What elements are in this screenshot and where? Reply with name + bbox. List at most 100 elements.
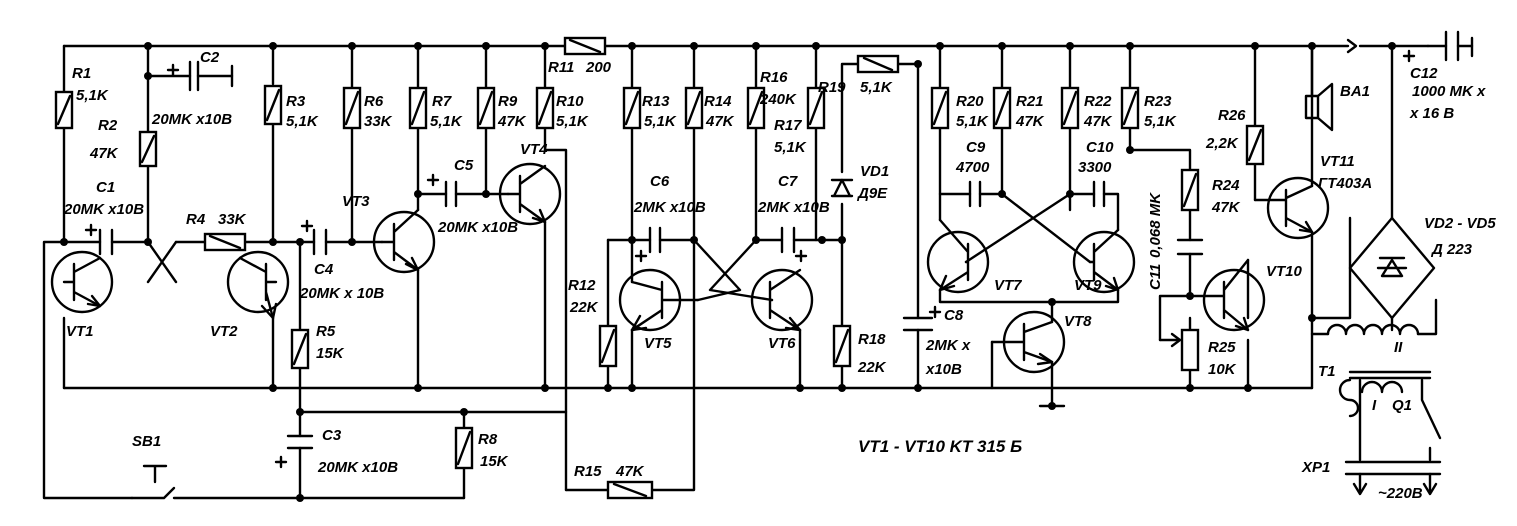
resistor-R11 bbox=[563, 36, 607, 56]
svg-text:1000 MK x: 1000 MK x bbox=[1412, 83, 1486, 100]
svg-text:R4: R4 bbox=[186, 211, 206, 228]
svg-text:XP1: XP1 bbox=[1301, 459, 1330, 476]
svg-text:C7: C7 bbox=[778, 173, 798, 190]
resistor-R5 bbox=[290, 328, 310, 370]
diode-VD1 bbox=[830, 178, 854, 198]
transistor-VT8 bbox=[990, 310, 1066, 374]
svg-text:10K: 10K bbox=[1208, 361, 1237, 378]
resistor-R8 bbox=[454, 426, 474, 470]
svg-text:C2: C2 bbox=[200, 49, 220, 66]
svg-text:C11: C11 bbox=[1147, 264, 1164, 290]
capacitor-C3 bbox=[274, 455, 288, 469]
svg-text:R21: R21 bbox=[1016, 93, 1044, 110]
svg-text:R12: R12 bbox=[568, 277, 596, 294]
svg-text:VT7: VT7 bbox=[994, 277, 1022, 294]
svg-text:22K: 22K bbox=[857, 359, 887, 376]
svg-text:BA1: BA1 bbox=[1340, 83, 1370, 100]
transistor-VT3 bbox=[372, 208, 436, 274]
resistor-R17 bbox=[806, 86, 826, 130]
svg-text:VD2 - VD5: VD2 - VD5 bbox=[1424, 215, 1496, 232]
svg-text:R25: R25 bbox=[1208, 339, 1236, 356]
svg-text:Д9Е: Д9Е bbox=[856, 185, 888, 202]
svg-text:47K: 47K bbox=[89, 145, 119, 162]
resistor-R20 bbox=[930, 86, 950, 130]
svg-text:T1: T1 bbox=[1318, 363, 1336, 380]
svg-text:VD1: VD1 bbox=[860, 163, 889, 180]
svg-text:II: II bbox=[1394, 339, 1403, 356]
transformer-icon bbox=[1326, 323, 1420, 418]
capacitor-C10 bbox=[1092, 180, 1106, 208]
resistor-R22 bbox=[1060, 86, 1080, 130]
transistor-VT9 bbox=[1072, 228, 1136, 294]
svg-text:15K: 15K bbox=[480, 453, 509, 470]
svg-text:R8: R8 bbox=[478, 431, 498, 448]
svg-text:ГТ403А: ГТ403А bbox=[1318, 175, 1372, 192]
svg-text:VT1 - VT10 KT 315 Б: VT1 - VT10 KT 315 Б bbox=[858, 437, 1022, 456]
svg-text:R5: R5 bbox=[316, 323, 336, 340]
svg-text:R14: R14 bbox=[704, 93, 732, 110]
svg-text:C10: C10 bbox=[1086, 139, 1114, 156]
capacitor-C2 bbox=[166, 60, 234, 92]
transistors bbox=[50, 162, 1330, 374]
resistor-R6 bbox=[342, 86, 362, 130]
svg-text:20MK x10B: 20MK x10B bbox=[63, 201, 144, 218]
svg-text:VT9: VT9 bbox=[1074, 277, 1102, 294]
resistor-R3 bbox=[263, 84, 283, 126]
svg-text:5,1K: 5,1K bbox=[644, 113, 677, 130]
svg-text:VT10: VT10 bbox=[1266, 263, 1303, 280]
resistor-R16 bbox=[746, 86, 766, 130]
svg-text:5,1K: 5,1K bbox=[76, 87, 109, 104]
svg-text:R20: R20 bbox=[956, 93, 984, 110]
resistor-R21 bbox=[992, 86, 1012, 130]
resistor-R25 bbox=[1158, 328, 1200, 372]
resistor-R18 bbox=[832, 324, 852, 368]
resistor-R26 bbox=[1245, 124, 1265, 166]
svg-text:4700: 4700 bbox=[955, 159, 990, 176]
svg-text:VT5: VT5 bbox=[644, 335, 672, 352]
svg-text:VT4: VT4 bbox=[520, 141, 548, 158]
button-icon bbox=[142, 464, 168, 484]
resistor-R7 bbox=[408, 86, 428, 130]
svg-text:20MK x10B: 20MK x10B bbox=[437, 219, 518, 236]
resistor-R1 bbox=[54, 90, 74, 130]
resistor-R10 bbox=[535, 86, 555, 130]
svg-text:R18: R18 bbox=[858, 331, 886, 348]
resistor-R12 bbox=[598, 324, 618, 368]
svg-text:Д 223: Д 223 bbox=[1430, 241, 1473, 258]
svg-text:R23: R23 bbox=[1144, 93, 1172, 110]
capacitor-C8 bbox=[928, 305, 942, 319]
transistor-VT1 bbox=[50, 250, 114, 314]
svg-text:3300: 3300 bbox=[1078, 159, 1112, 176]
resistor-R14 bbox=[684, 86, 704, 130]
svg-text:47K: 47K bbox=[1211, 199, 1241, 216]
svg-text:47K: 47K bbox=[705, 113, 735, 130]
svg-text:2MK x10B: 2MK x10B bbox=[757, 199, 830, 216]
svg-text:VT8: VT8 bbox=[1064, 313, 1092, 330]
svg-text:5,1K: 5,1K bbox=[286, 113, 319, 130]
svg-text:5,1K: 5,1K bbox=[860, 79, 893, 96]
capacitor-C1 bbox=[84, 223, 114, 256]
svg-text:R11: R11 bbox=[548, 59, 574, 76]
resistor-R13 bbox=[622, 86, 642, 130]
svg-text:VT6: VT6 bbox=[768, 335, 796, 352]
resistor-R15 bbox=[606, 480, 654, 500]
svg-text:x10B: x10B bbox=[925, 361, 962, 378]
svg-text:C5: C5 bbox=[454, 157, 474, 174]
speaker-icon bbox=[1304, 82, 1334, 132]
resistor-R9 bbox=[476, 86, 496, 130]
svg-text:47K: 47K bbox=[1083, 113, 1113, 130]
labels: R1 5,1K R2 47K C2 20MK x10B C1 20MK x10B… bbox=[63, 49, 1496, 502]
capacitor-C5 bbox=[426, 173, 458, 208]
svg-text:R15: R15 bbox=[574, 463, 602, 480]
svg-text:x 16 B: x 16 B bbox=[1409, 105, 1454, 122]
svg-text:R19: R19 bbox=[818, 79, 846, 96]
svg-text:R24: R24 bbox=[1212, 177, 1240, 194]
capacitor-C7 bbox=[780, 226, 808, 263]
svg-text:2MK x: 2MK x bbox=[925, 337, 971, 354]
svg-text:R17: R17 bbox=[774, 117, 802, 134]
svg-text:R13: R13 bbox=[642, 93, 670, 110]
transistor-VT7 bbox=[926, 218, 990, 294]
capacitor-C4 bbox=[300, 219, 328, 256]
svg-text:5,1K: 5,1K bbox=[556, 113, 589, 130]
resistor-R2 bbox=[138, 130, 158, 168]
